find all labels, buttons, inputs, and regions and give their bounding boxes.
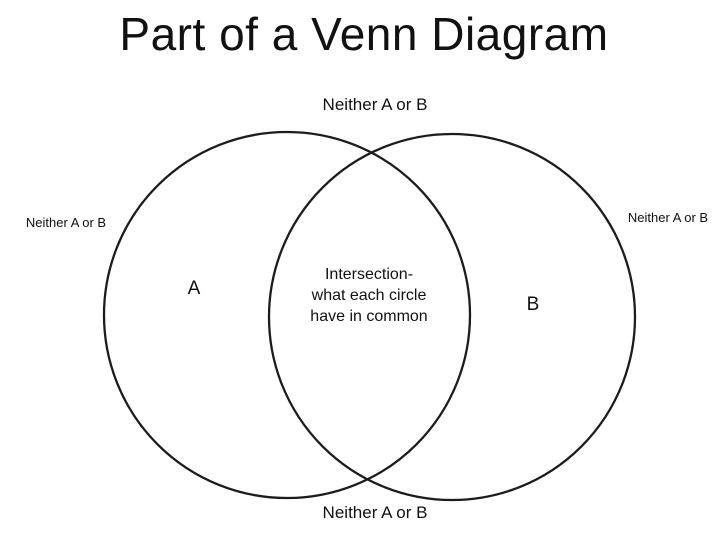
circle-b-outline — [267, 132, 637, 502]
intersection-line-2: what each circle — [311, 287, 427, 304]
label-neither-right: Neither A or B — [627, 210, 709, 225]
label-neither-bottom: Neither A or B — [322, 503, 428, 522]
label-set-a: A — [187, 278, 201, 299]
intersection-line-1: Intersection- — [324, 266, 414, 283]
label-set-b: B — [526, 294, 540, 315]
intersection-line-3: have in common — [310, 308, 428, 325]
label-intersection: Intersection- what each circle have in c… — [310, 264, 427, 327]
label-neither-left: Neither A or B — [25, 215, 107, 230]
label-neither-top: Neither A or B — [322, 95, 428, 114]
slide-title: Part of a Venn Diagram — [119, 8, 609, 60]
circle-a-outline — [102, 130, 472, 500]
